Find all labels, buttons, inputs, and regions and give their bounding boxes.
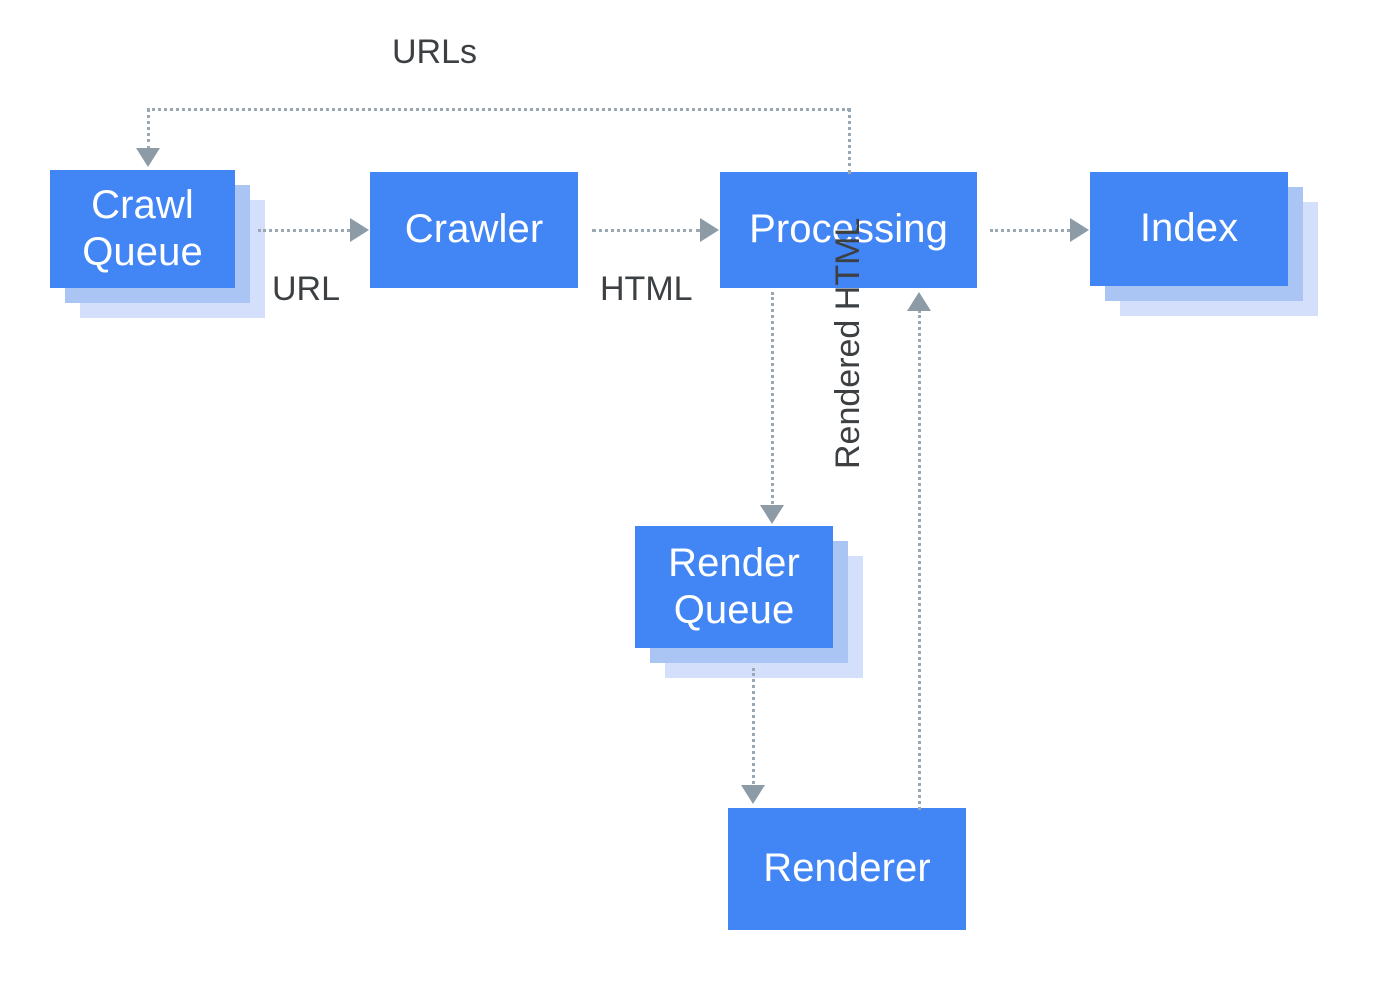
edge-html-line	[592, 229, 700, 232]
node-processing-label: Processing	[749, 207, 948, 252]
edge-url-line	[258, 229, 350, 232]
edge-urls-arrowhead	[136, 148, 160, 167]
edge-label-urls: URLs	[392, 33, 478, 71]
node-renderer[interactable]: Renderer	[728, 808, 966, 930]
edge-rendered-html-arrowhead	[907, 292, 931, 311]
edge-urls-segment-across	[147, 108, 850, 111]
node-crawler-label: Crawler	[404, 207, 544, 252]
edge-urls-segment-down	[147, 108, 150, 150]
node-crawl-queue-label: Crawl Queue	[82, 182, 203, 274]
edge-label-html: HTML	[600, 270, 693, 308]
edge-to-index-arrowhead	[1070, 218, 1089, 242]
edge-rendered-html-line	[918, 310, 921, 810]
node-renderer-label: Renderer	[763, 846, 931, 891]
edge-to-index-line	[990, 229, 1070, 232]
edge-to-render-queue-line	[771, 292, 774, 510]
node-processing[interactable]: Processing	[720, 172, 977, 288]
edge-url-arrowhead	[350, 218, 369, 242]
edge-to-renderer-line	[752, 668, 755, 790]
node-crawler[interactable]: Crawler	[370, 172, 578, 288]
edge-html-arrowhead	[700, 218, 719, 242]
edge-to-renderer-arrowhead	[741, 785, 765, 804]
edge-urls-segment-up	[848, 108, 851, 174]
node-render-queue-label: Render Queue	[668, 540, 800, 632]
edge-label-rendered-html: Rendered HTML	[829, 217, 867, 469]
edge-label-url: URL	[272, 270, 341, 308]
node-index[interactable]: Index	[1090, 172, 1288, 286]
node-index-label: Index	[1139, 206, 1239, 251]
edge-to-render-queue-arrowhead	[760, 505, 784, 524]
node-crawl-queue[interactable]: Crawl Queue	[50, 170, 235, 288]
node-render-queue[interactable]: Render Queue	[635, 526, 833, 648]
